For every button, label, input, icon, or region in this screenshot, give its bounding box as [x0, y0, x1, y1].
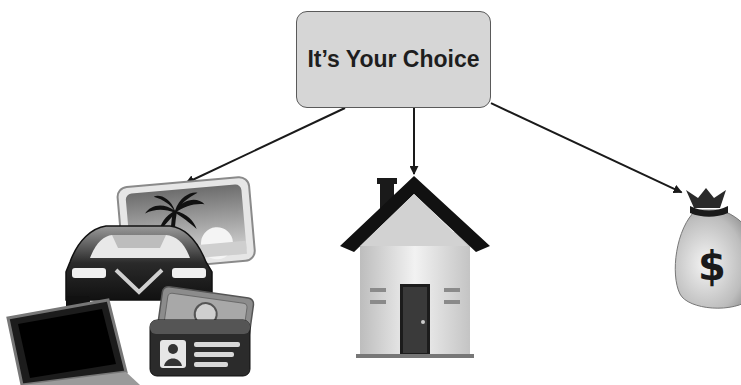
id-card-icon: [150, 320, 250, 376]
node-text: $: [680, 244, 741, 288]
laptop-icon: [8, 300, 140, 385]
node-text: It’s Your Choice: [307, 46, 479, 73]
arrow-line: [413, 108, 415, 174]
money-bag: $: [672, 186, 741, 314]
house-icon: [340, 176, 490, 358]
arrow-connector: [491, 103, 682, 192]
choice-box: It’s Your Choice: [296, 11, 491, 108]
choice-arrows: [186, 108, 414, 183]
arrow-line: [186, 108, 345, 183]
